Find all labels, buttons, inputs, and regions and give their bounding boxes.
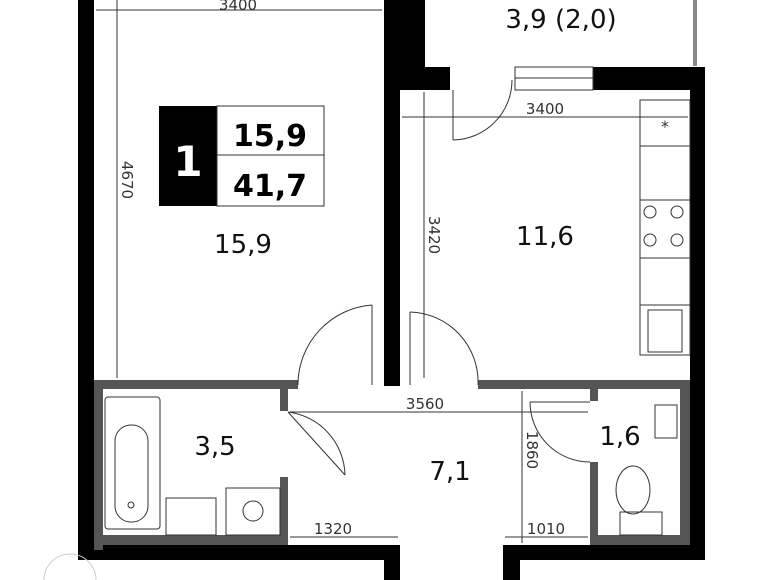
area-kitchen: 11,6 bbox=[516, 222, 574, 252]
badge-living-area: 15,9 bbox=[233, 119, 307, 154]
kitchen-counter bbox=[639, 99, 691, 356]
badge-total-area: 41,7 bbox=[233, 169, 307, 204]
svg-text:*: * bbox=[661, 117, 669, 136]
dim-hall-length: 1860 bbox=[523, 431, 541, 469]
area-badge: 1 15,9 41,7 bbox=[159, 105, 325, 207]
dim-entry-to-toilet: 1010 bbox=[527, 520, 565, 538]
area-bathroom: 3,5 bbox=[194, 432, 235, 462]
kitchen-sink-icon bbox=[647, 309, 683, 353]
toilet-sink-icon bbox=[654, 404, 678, 439]
dim-kitchen-width: 3400 bbox=[526, 100, 564, 118]
area-hall: 7,1 bbox=[429, 457, 470, 487]
walls bbox=[78, 0, 705, 580]
dimension-lines bbox=[96, 0, 688, 543]
bathtub-icon bbox=[104, 396, 161, 530]
area-toilet: 1,6 bbox=[599, 422, 640, 452]
area-bedroom: 15,9 bbox=[214, 230, 272, 260]
washing-machine-icon bbox=[225, 487, 281, 536]
dim-hall-width: 3560 bbox=[406, 395, 444, 413]
logo-icon bbox=[43, 553, 97, 580]
dim-bedroom-width: 3400 bbox=[219, 0, 257, 14]
badge-rooms: 1 bbox=[173, 137, 202, 186]
dim-kitchen-length: 3420 bbox=[425, 216, 443, 254]
dim-bedroom-length: 4670 bbox=[118, 161, 136, 199]
stove-burner-icon bbox=[643, 205, 657, 219]
fixtures: * bbox=[104, 99, 691, 536]
area-balcony: 3,9 (2,0) bbox=[505, 5, 616, 35]
doors bbox=[287, 79, 591, 476]
toilet-icon bbox=[615, 465, 651, 515]
bathroom-sink-icon bbox=[165, 497, 217, 536]
dim-bath-to-entry: 1320 bbox=[314, 520, 352, 538]
